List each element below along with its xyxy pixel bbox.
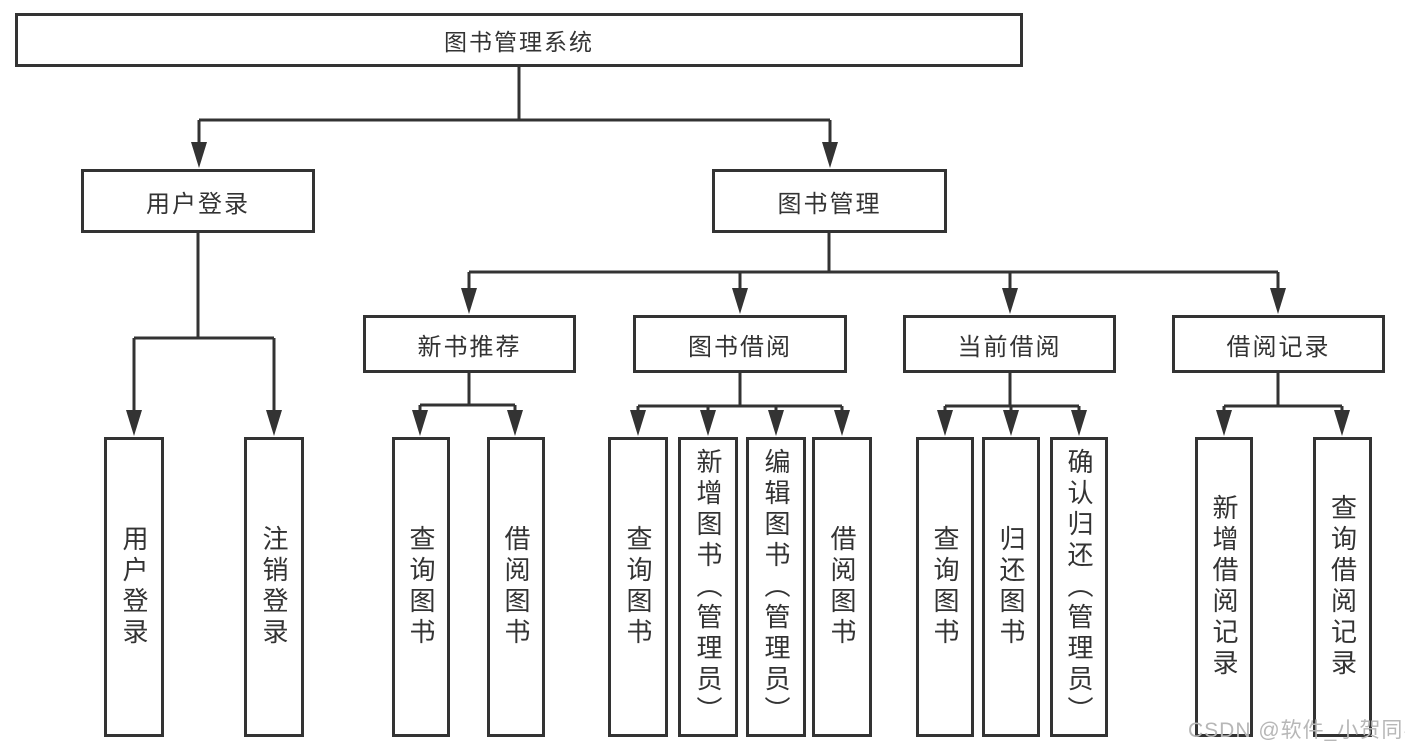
leaf-user-login-label: 用户登录 <box>119 525 149 649</box>
node-borrowing-records: 借阅记录 <box>1172 315 1385 373</box>
leaf-logout: 注销登录 <box>244 437 304 737</box>
leaf-confirm-return-admin-label: 确认归还（管理员） <box>1064 447 1094 727</box>
connector-new-books-to-leaves <box>412 373 523 436</box>
leaf-borrow-books-recommend-label: 借阅图书 <box>501 525 531 649</box>
leaf-query-books-recommend-label: 查询图书 <box>406 525 436 649</box>
node-current-borrowing-label: 当前借阅 <box>957 333 1062 361</box>
connector-current-borrow-to-leaves <box>937 373 1087 436</box>
leaf-query-borrow-record: 查询借阅记录 <box>1313 437 1372 737</box>
leaf-query-books-current-label: 查询图书 <box>930 525 960 649</box>
node-book-borrowing-label: 图书借阅 <box>688 333 792 361</box>
node-borrowing-records-label: 借阅记录 <box>1226 333 1331 361</box>
leaf-query-borrow-record-label: 查询借阅记录 <box>1327 494 1358 680</box>
node-current-borrowing: 当前借阅 <box>903 315 1116 373</box>
leaf-add-borrow-record-label: 新增借阅记录 <box>1209 494 1239 680</box>
leaf-user-login: 用户登录 <box>104 437 164 737</box>
node-root-library-system: 图书管理系统 <box>15 13 1023 67</box>
node-user-login-label: 用户登录 <box>146 190 250 218</box>
leaf-edit-books-admin-label: 编辑图书（管理员） <box>761 447 791 727</box>
leaf-query-books-borrowing: 查询图书 <box>608 437 668 737</box>
connector-book-mgmt-to-level3 <box>461 233 1286 314</box>
node-root-label: 图书管理系统 <box>444 29 594 55</box>
leaf-edit-books-admin: 编辑图书（管理员） <box>746 437 806 737</box>
node-book-borrowing: 图书借阅 <box>633 315 847 373</box>
leaf-query-books-current: 查询图书 <box>916 437 974 737</box>
leaf-confirm-return-admin: 确认归还（管理员） <box>1050 437 1108 737</box>
connector-borrow-records-to-leaves <box>1216 373 1350 436</box>
leaf-borrow-books-borrowing-label: 借阅图书 <box>827 525 857 649</box>
connector-user-login-to-leaves <box>126 233 282 436</box>
node-book-management: 图书管理 <box>712 169 947 233</box>
leaf-add-borrow-record: 新增借阅记录 <box>1195 437 1253 737</box>
connector-root-to-level2 <box>191 67 838 168</box>
csdn-watermark: CSDN @软件_小贺同学 <box>1188 719 1405 742</box>
leaf-add-books-admin-label: 新增图书（管理员） <box>693 447 723 727</box>
node-new-book-recommend: 新书推荐 <box>363 315 576 373</box>
node-user-login: 用户登录 <box>81 169 315 233</box>
leaf-query-books-recommend: 查询图书 <box>392 437 450 737</box>
node-new-book-recommend-label: 新书推荐 <box>417 333 522 361</box>
node-book-management-label: 图书管理 <box>777 190 882 218</box>
leaf-return-books: 归还图书 <box>982 437 1040 737</box>
leaf-query-books-borrowing-label: 查询图书 <box>623 525 653 649</box>
leaf-add-books-admin: 新增图书（管理员） <box>678 437 738 737</box>
connector-book-borrow-to-leaves <box>630 373 850 436</box>
leaf-return-books-label: 归还图书 <box>996 525 1026 649</box>
leaf-borrow-books-recommend: 借阅图书 <box>487 437 545 737</box>
leaf-logout-label: 注销登录 <box>259 525 289 649</box>
leaf-borrow-books-borrowing: 借阅图书 <box>812 437 872 737</box>
